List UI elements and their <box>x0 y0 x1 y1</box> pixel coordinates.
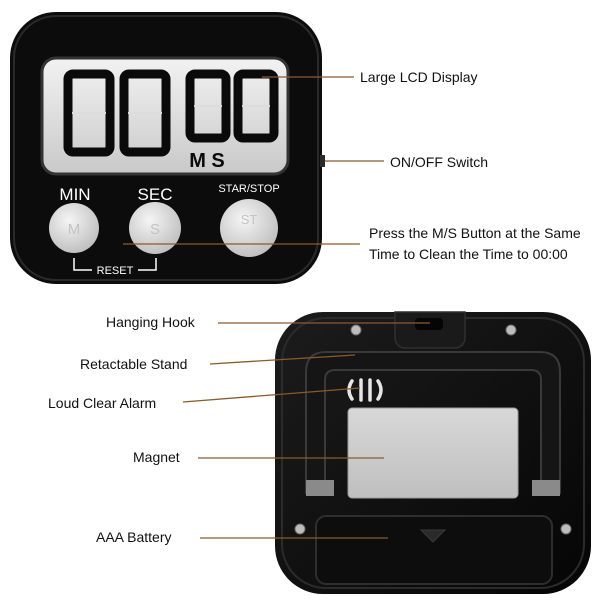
leader-stand <box>209 354 356 365</box>
back-timer <box>275 311 591 594</box>
min-label: MIN <box>59 185 90 204</box>
callout-hook: Hanging Hook <box>106 314 195 330</box>
callout-alarm: Loud Clear Alarm <box>48 395 157 411</box>
screw-top-right <box>505 324 517 336</box>
screw-top-left <box>350 324 362 336</box>
digit-1 <box>63 69 115 157</box>
startstop-button-glyph: ST <box>241 212 258 227</box>
sec-label: SEC <box>138 185 173 204</box>
battery-latch-icon <box>419 529 447 543</box>
battery-cover <box>315 515 553 585</box>
digit-3 <box>185 69 231 143</box>
startstop-label: STAR/STOP <box>218 183 279 195</box>
stand-foot-left <box>306 480 334 496</box>
callout-ms-note: Press the M/S Button at the Same Time to… <box>369 223 581 265</box>
callout-ms-note-line1: Press the M/S Button at the Same <box>369 225 581 241</box>
callout-lcd: Large LCD Display <box>360 69 478 85</box>
reset-label: RESET <box>97 265 134 277</box>
magnet <box>347 407 519 499</box>
digit-4 <box>233 69 279 143</box>
min-button-glyph: M <box>68 221 81 238</box>
lcd-digit-inner <box>72 105 270 114</box>
reset-bracket <box>73 258 157 271</box>
leader-alarm <box>182 387 361 403</box>
stand-foot-right <box>532 480 560 496</box>
callout-battery: AAA Battery <box>96 529 172 545</box>
digit-2 <box>119 69 171 157</box>
lcd-units: M S <box>189 150 225 172</box>
sec-button-glyph: S <box>150 221 160 238</box>
sec-button[interactable]: S <box>129 202 181 254</box>
screw-bottom-left <box>294 523 306 535</box>
front-timer: M S MIN SEC STAR/STOP M S ST RESET <box>10 12 325 284</box>
callout-ms-note-line2: Time to Clean the Time to 00:00 <box>369 246 568 262</box>
callout-onoff: ON/OFF Switch <box>390 154 489 170</box>
leader-lines <box>123 76 430 539</box>
screws <box>294 324 572 535</box>
screw-bottom-right <box>560 523 572 535</box>
alarm-speaker <box>347 378 383 402</box>
front-bevel <box>13 15 319 281</box>
onoff-switch[interactable] <box>320 155 325 167</box>
min-button[interactable]: M <box>49 203 99 253</box>
callout-magnet: Magnet <box>133 449 180 465</box>
lcd-digits <box>63 69 279 157</box>
hook-slot <box>415 318 443 330</box>
startstop-button[interactable]: ST <box>220 199 278 257</box>
callout-stand: Retactable Stand <box>80 356 188 372</box>
